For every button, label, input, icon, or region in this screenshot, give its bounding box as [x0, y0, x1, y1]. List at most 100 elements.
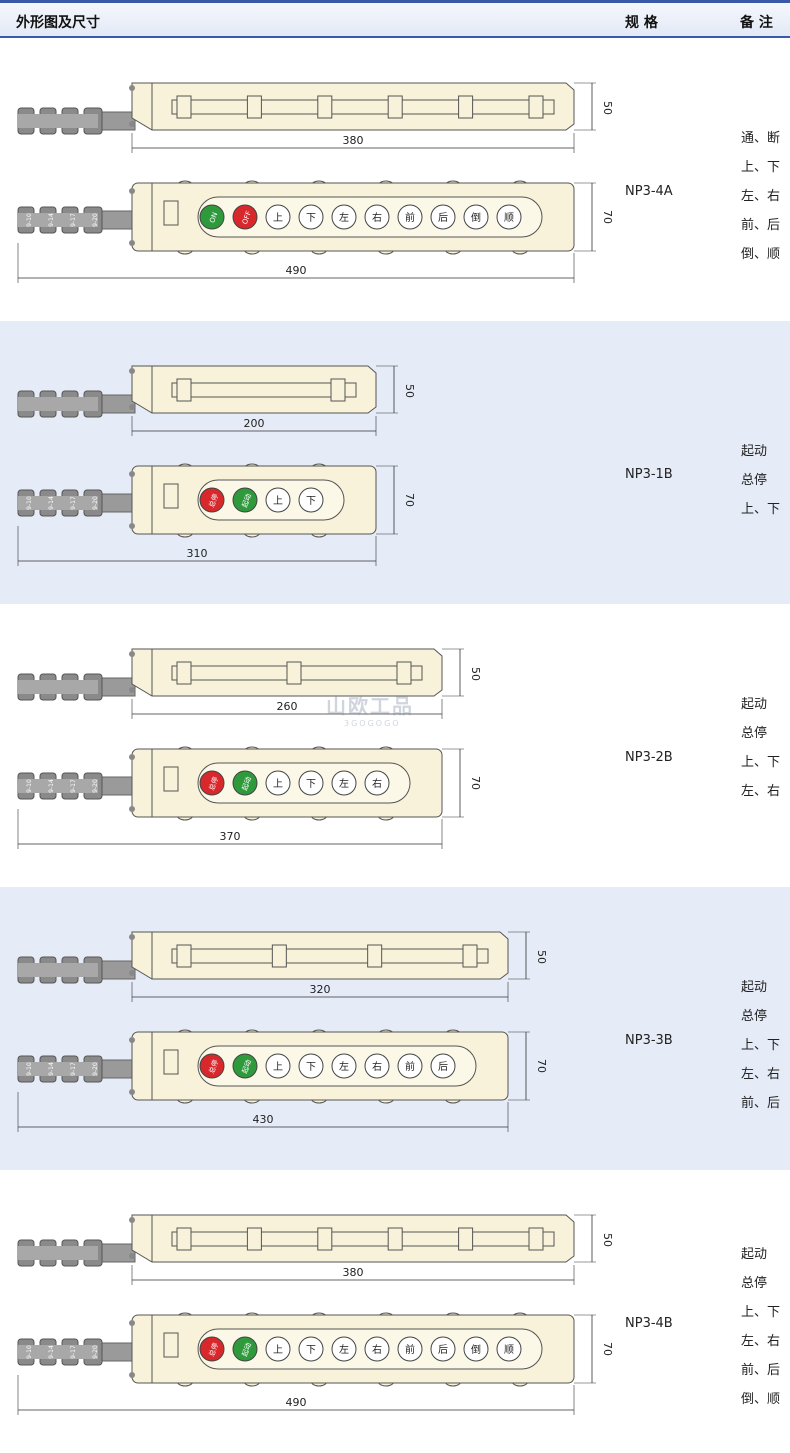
side-boss — [330, 378, 346, 402]
front-height-label: 70 — [601, 210, 614, 224]
push-button-label: 前 — [405, 1060, 415, 1073]
screw-icon — [129, 651, 135, 657]
cable-size-label: 9-20 — [92, 213, 99, 227]
remark-item: 前、后 — [741, 218, 781, 233]
remark-item: 上、下 — [741, 502, 781, 517]
screw-icon — [129, 754, 135, 760]
cable-core — [18, 1246, 98, 1260]
cable-size-label: 9-10 — [26, 1345, 33, 1359]
remarks-list: 起动总停上、下左、右前、后 — [741, 973, 780, 1118]
cable-size-label: 9-20 — [92, 779, 99, 793]
push-button — [265, 770, 291, 796]
cable-size-label: 9-14 — [48, 1062, 55, 1076]
push-button — [199, 204, 225, 230]
side-boss — [458, 1227, 474, 1251]
cable-size-label: 9-20 — [92, 496, 99, 510]
side-button-rail — [171, 99, 555, 115]
side-boss — [176, 944, 192, 968]
side-boss — [367, 944, 383, 968]
cable-core — [18, 1345, 98, 1359]
push-button-label: 右 — [372, 1060, 382, 1073]
push-button-label: 下 — [306, 1345, 316, 1356]
push-button-label: 后 — [438, 1344, 448, 1356]
remark-item: 起动 — [741, 980, 768, 995]
push-button-label: 倒 — [471, 212, 481, 224]
push-button-label: 下 — [306, 779, 316, 790]
front-length-label: 430 — [253, 1113, 274, 1126]
push-button-label: 上 — [273, 212, 283, 224]
front-length-label: 490 — [286, 1396, 307, 1409]
push-button-label: 顺 — [504, 1344, 514, 1356]
remark-item: 起动 — [741, 444, 768, 459]
pendant-side-body — [131, 365, 377, 414]
side-boss — [462, 944, 478, 968]
front-length-label: 310 — [187, 547, 208, 560]
cable-size-label: 9-14 — [48, 779, 55, 793]
cable-size-label: 9-14 — [48, 496, 55, 510]
push-button — [496, 204, 522, 230]
remark-item: 前、后 — [741, 1096, 781, 1111]
push-button — [331, 770, 357, 796]
push-button — [232, 204, 258, 230]
cable-size-label: 9-10 — [26, 779, 33, 793]
remark-item: 通、断 — [741, 131, 781, 146]
side-boss — [317, 1227, 333, 1251]
push-button-label: 后 — [438, 212, 448, 224]
push-button-label: 左 — [339, 211, 349, 224]
push-button — [298, 770, 324, 796]
cable-size-label: 9-10 — [26, 213, 33, 227]
cable-size-label: 9-14 — [48, 213, 55, 227]
push-button — [397, 204, 423, 230]
side-boss — [271, 944, 287, 968]
side-boss — [246, 1227, 262, 1251]
remarks-list: 起动总停上、下 — [741, 437, 780, 524]
label-window — [163, 483, 179, 509]
remark-item: 倒、顺 — [741, 1392, 781, 1407]
push-button — [298, 487, 324, 513]
remark-item: 总停 — [741, 726, 768, 741]
model-number: NP3-4A — [625, 184, 673, 199]
side-button-rail — [171, 948, 489, 964]
push-button — [430, 1053, 456, 1079]
cable-size-label: 9-10 — [26, 496, 33, 510]
remark-item: 前、后 — [741, 1363, 781, 1378]
push-button — [496, 1336, 522, 1362]
push-button — [265, 487, 291, 513]
remark-item: 起动 — [741, 1247, 768, 1262]
push-button-label: 左 — [339, 777, 349, 790]
screw-icon — [129, 404, 135, 410]
cable-size-label: 9-20 — [92, 1062, 99, 1076]
side-height-label: 50 — [601, 101, 614, 115]
remark-item: 总停 — [741, 473, 768, 488]
screw-icon — [129, 687, 135, 693]
push-button — [331, 1336, 357, 1362]
push-button — [265, 1336, 291, 1362]
header-outline-dimensions: 外形图及尺寸 — [16, 15, 100, 31]
push-button — [232, 770, 258, 796]
screw-icon — [129, 970, 135, 976]
front-height-label: 70 — [535, 1059, 548, 1073]
push-button-label: 上 — [273, 1344, 283, 1356]
cable-size-label: 9-17 — [70, 213, 77, 227]
header-remarks: 备 注 — [740, 15, 773, 31]
remark-item: 左、右 — [741, 189, 781, 204]
push-button — [265, 204, 291, 230]
push-button-label: 下 — [306, 1062, 316, 1073]
label-window — [163, 1332, 179, 1358]
remarks-list: 起动总停上、下左、右前、后倒、顺 — [741, 1240, 780, 1414]
push-button — [298, 1336, 324, 1362]
side-button-rail — [171, 1231, 555, 1247]
screw-icon — [129, 1253, 135, 1259]
push-button — [232, 487, 258, 513]
cable-size-label: 9-17 — [70, 779, 77, 793]
watermark-logo: 山欧工品 3GOGOGO — [326, 694, 414, 728]
remark-item: 上、下 — [741, 1038, 781, 1053]
remarks-list: 起动总停上、下左、右 — [741, 690, 780, 806]
label-window — [163, 766, 179, 792]
remark-item: 上、下 — [741, 1305, 781, 1320]
